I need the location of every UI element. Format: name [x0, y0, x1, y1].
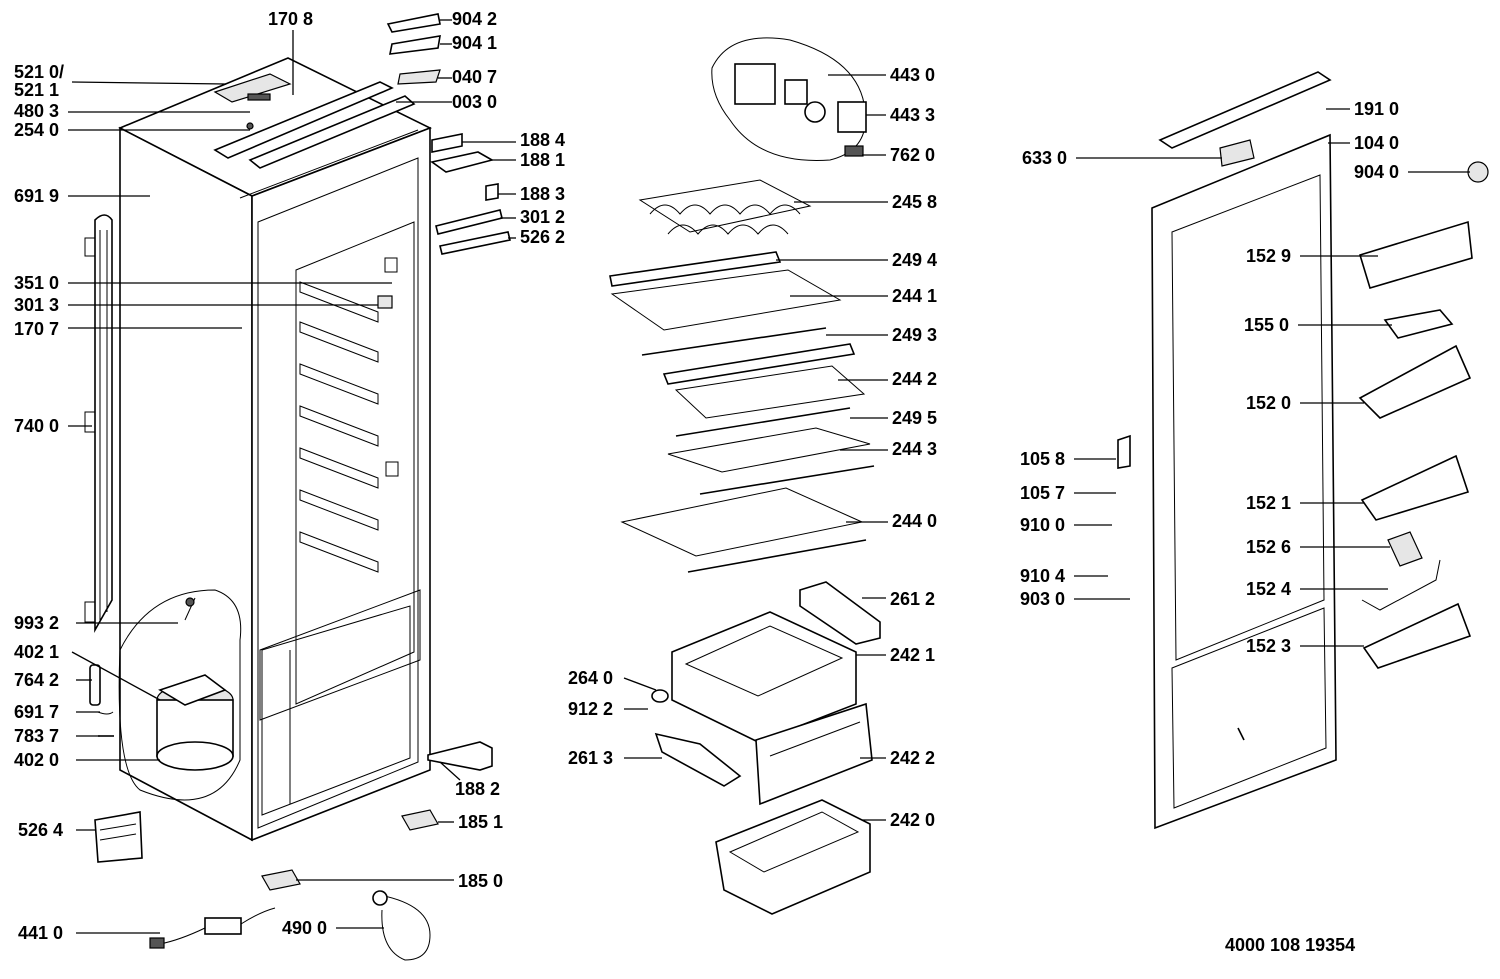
callout-9100: 910 0	[1020, 515, 1065, 535]
bottom-parts	[94, 741, 493, 961]
callout-labels: 170 8 904 2 904 1 521 0/521 1 040 7 003 0 480 …	[14, 9, 1399, 943]
callout-9122: 912 2	[568, 699, 613, 719]
callout-1529: 152 9	[1246, 246, 1291, 266]
callout-4021: 402 1	[14, 642, 59, 662]
callout-4900: 490 0	[282, 918, 327, 938]
callout-2421: 242 1	[890, 645, 935, 665]
callout-7642: 764 2	[14, 670, 59, 690]
callout-1883: 188 3	[520, 184, 565, 204]
compressor-detail	[89, 589, 242, 801]
callout-2442: 244 2	[892, 369, 937, 389]
callout-2443: 244 3	[892, 439, 937, 459]
leader-line-2640	[623, 677, 657, 691]
callout-2640: 264 0	[568, 668, 613, 688]
callout-1057: 105 7	[1020, 483, 1065, 503]
callout-5211: 521 1	[14, 80, 59, 100]
leader-line-4021	[71, 651, 161, 701]
callout-7400: 740 0	[14, 416, 59, 436]
callout-1910: 191 0	[1354, 99, 1399, 119]
callout-1524: 152 4	[1246, 579, 1291, 599]
callout-2613: 261 3	[568, 748, 613, 768]
callout-4410: 441 0	[18, 923, 63, 943]
callout-4803: 480 3	[14, 101, 59, 121]
callout-1881: 188 1	[520, 150, 565, 170]
callout-2493: 249 3	[892, 325, 937, 345]
callout-9932: 993 2	[14, 613, 59, 633]
callout-6917: 691 7	[14, 702, 59, 722]
callout-6330: 633 0	[1022, 148, 1067, 168]
callout-2494: 249 4	[892, 250, 937, 270]
callout-2495: 249 5	[892, 408, 937, 428]
callout-1058: 105 8	[1020, 449, 1065, 469]
callout-1523: 152 3	[1246, 636, 1291, 656]
callout-3013: 301 3	[14, 295, 59, 315]
callout-2422: 242 2	[890, 748, 935, 768]
shelf-support-rails	[299, 281, 379, 573]
leader-line-1882	[439, 761, 461, 781]
wine-rack	[638, 179, 812, 235]
callout-1708: 170 8	[268, 9, 313, 29]
callout-7620: 762 0	[890, 145, 935, 165]
callout-1526: 152 6	[1246, 537, 1291, 557]
glass-shelves	[609, 251, 875, 573]
callout-1882: 188 2	[455, 779, 500, 799]
callout-6919: 691 9	[14, 186, 59, 206]
callout-2440: 244 0	[892, 511, 937, 531]
evaporator-panel	[84, 214, 113, 634]
callout-2441: 244 1	[892, 286, 937, 306]
callout-4430: 443 0	[890, 65, 935, 85]
callout-1850: 185 0	[458, 871, 503, 891]
callout-4433: 443 3	[890, 105, 935, 125]
cabinet-body	[118, 57, 432, 842]
crisper-drawers	[651, 581, 881, 915]
callout-9040: 904 0	[1354, 162, 1399, 182]
callout-9042: 904 2	[452, 9, 497, 29]
callout-2540: 254 0	[14, 120, 59, 140]
callout-9104: 910 4	[1020, 566, 1065, 586]
top-small-parts	[386, 13, 511, 255]
callout-1851: 185 1	[458, 812, 503, 832]
callout-2420: 242 0	[890, 810, 935, 830]
callout-0030: 003 0	[452, 92, 497, 112]
callout-1550: 155 0	[1244, 315, 1289, 335]
callout-3012: 301 2	[520, 207, 565, 227]
callout-9030: 903 0	[1020, 589, 1065, 609]
callout-7837: 783 7	[14, 726, 59, 746]
callout-1040: 104 0	[1354, 133, 1399, 153]
callout-3510: 351 0	[14, 273, 59, 293]
callout-1707: 170 7	[14, 319, 59, 339]
callout-0407: 040 7	[452, 67, 497, 87]
callout-5210: 521 0/	[14, 62, 64, 82]
document-number: 4000 108 19354	[1225, 935, 1355, 955]
callout-1520: 152 0	[1246, 393, 1291, 413]
light-unit	[711, 37, 867, 161]
leader-lines	[68, 19, 1470, 934]
callout-1884: 188 4	[520, 130, 565, 150]
callout-2458: 245 8	[892, 192, 937, 212]
door-assembly	[1117, 71, 1489, 830]
leader-line-5210	[71, 81, 227, 85]
callout-9041: 904 1	[452, 33, 497, 53]
callout-1521: 152 1	[1246, 493, 1291, 513]
callout-2612: 261 2	[890, 589, 935, 609]
callout-4020: 402 0	[14, 750, 59, 770]
callout-5262: 526 2	[520, 227, 565, 247]
callout-5264: 526 4	[18, 820, 63, 840]
